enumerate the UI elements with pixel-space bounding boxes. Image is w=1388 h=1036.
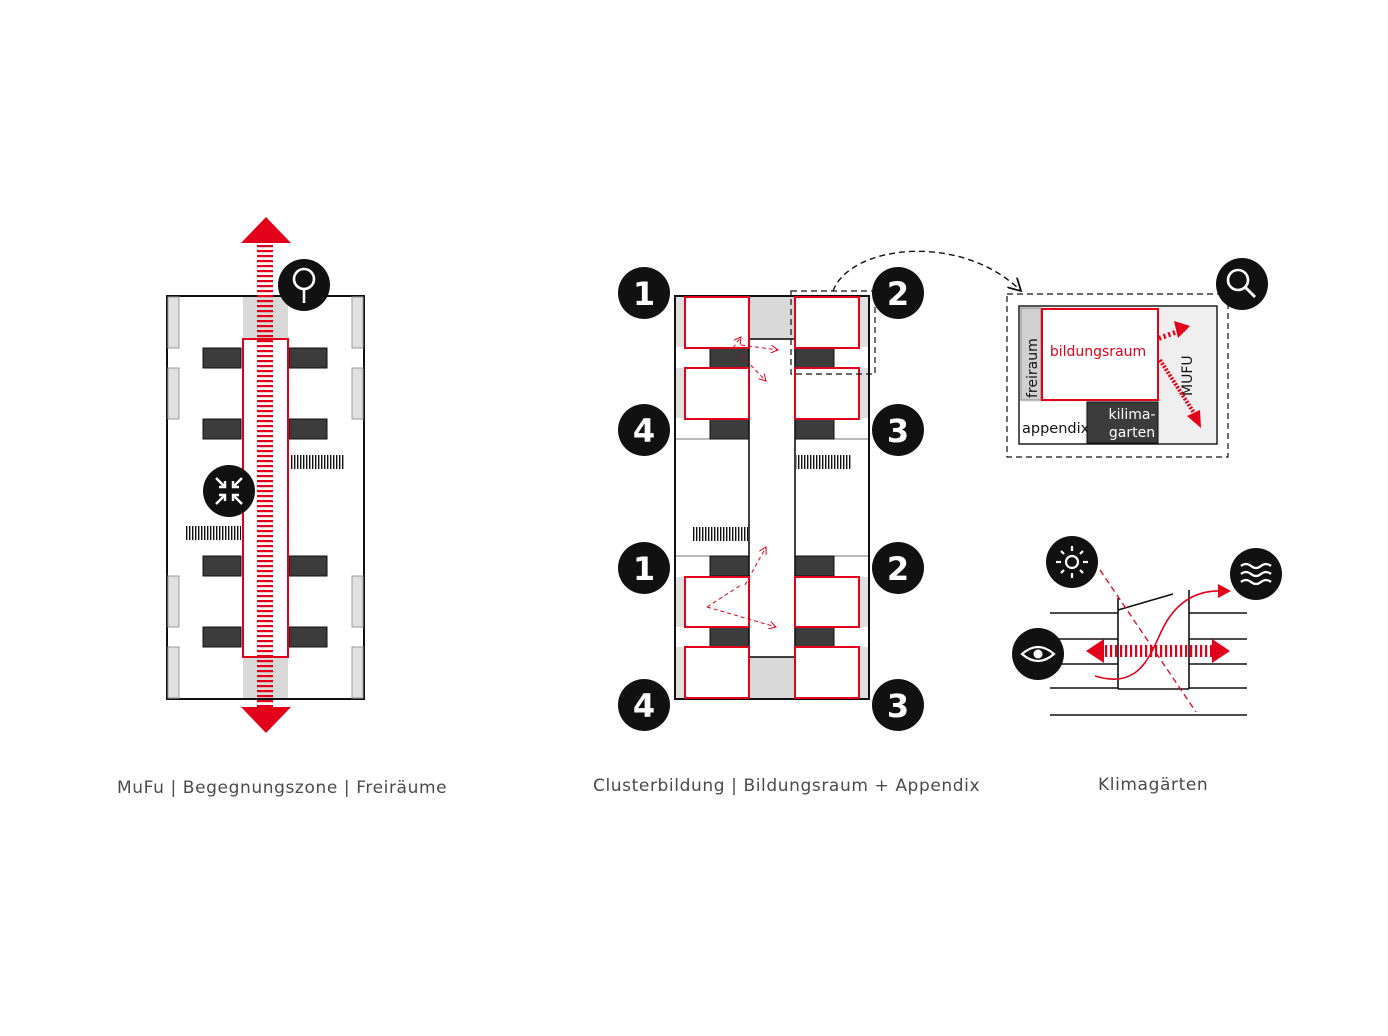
side-strips (167, 296, 364, 699)
red-arrowhead-1 (1174, 321, 1190, 338)
appendix-label: appendix (1022, 421, 1090, 437)
cluster-badge-4b: 4 (618, 679, 670, 731)
magnifier-icon (1216, 258, 1268, 310)
svg-text:1: 1 (633, 550, 655, 588)
room-blocks (202, 347, 328, 648)
arrow-up (241, 217, 291, 243)
cluster-badge-1a: 1 (618, 267, 670, 319)
svg-text:2: 2 (887, 275, 909, 313)
grey-cell-top (749, 297, 795, 339)
cluster-badge-3b: 3 (872, 679, 924, 731)
panel-mufu (166, 217, 365, 733)
panel-cluster: 1 2 4 3 1 2 4 3 (618, 250, 1020, 731)
view-arrow-left (1086, 639, 1104, 663)
caption-cluster: Clusterbildung | Bildungsraum + Appendix (593, 776, 981, 796)
bildungsraum-label: bildungsraum (1050, 344, 1146, 360)
appendix-box (1020, 402, 1085, 443)
view-arrow-right (1212, 639, 1230, 663)
floor-lines (1050, 612, 1247, 716)
bildungsraum-box (1041, 308, 1159, 401)
mufu-label: MUFU (1180, 355, 1196, 396)
panel-klima (1012, 536, 1282, 716)
cluster-badge-3a: 3 (872, 404, 924, 456)
svg-text:4: 4 (633, 687, 655, 725)
svg-text:3: 3 (887, 687, 909, 725)
svg-text:4: 4 (633, 412, 655, 450)
klimagarten-label-2: garten (1109, 425, 1155, 441)
red-arrow-2 (1158, 358, 1198, 418)
svg-text:2: 2 (887, 550, 909, 588)
sun-icon (1046, 536, 1098, 588)
klimagarten-label-1: kilima- (1108, 407, 1155, 423)
svg-text:3: 3 (887, 412, 909, 450)
air-curve (1094, 590, 1223, 680)
wind-icon (1230, 548, 1282, 600)
central-spine (748, 338, 796, 658)
svg-text:1: 1 (633, 275, 655, 313)
location-pin-icon (278, 259, 330, 311)
grey-cell-bottom (749, 657, 795, 698)
cluster-badge-1b: 1 (618, 542, 670, 594)
cluster-badge-4a: 4 (618, 404, 670, 456)
arrow-down (241, 707, 291, 733)
zoom-curve (832, 250, 1020, 291)
cluster-badge-2a: 2 (872, 267, 924, 319)
hatch-right-2 (796, 455, 851, 469)
cluster-badge-2b: 2 (872, 542, 924, 594)
axis-dashes (257, 242, 273, 708)
view-arrow-dashes (1103, 645, 1215, 657)
caption-klima: Klimagärten (1098, 775, 1209, 795)
side-strips-2 (676, 297, 868, 698)
hatch-right (290, 455, 345, 469)
movement-arrows (706, 337, 778, 627)
hatch-left-2 (693, 527, 748, 541)
klimagarten-box (1086, 401, 1159, 444)
caption-mufu: MuFu | Begegnungszone | Freiräume (117, 778, 448, 798)
converge-arrows-icon (203, 465, 255, 517)
klimagarten-section (1117, 590, 1190, 690)
panel-detail: freiraum bildungsraum MUFU appendix kili… (1006, 258, 1268, 458)
air-arrowhead (1218, 584, 1231, 598)
red-arrowhead-2 (1187, 410, 1201, 428)
sun-ray (1099, 569, 1197, 713)
eye-icon (1012, 628, 1064, 680)
bildungsraum-cells (684, 296, 860, 699)
freiraum-label: freiraum (1025, 338, 1041, 398)
hatch-left (186, 526, 241, 540)
